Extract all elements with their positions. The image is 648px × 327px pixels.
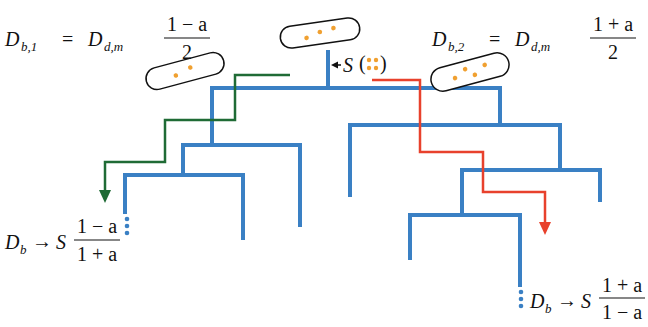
- subscript: d,m: [104, 40, 123, 53]
- parenthesis: ): [380, 53, 387, 73]
- fraction-numerator: 1 − a: [167, 14, 207, 34]
- subscript: b,1: [21, 40, 37, 53]
- fraction-denominator: 2: [182, 42, 192, 62]
- math-symbol: D: [515, 29, 529, 49]
- math-symbol: S: [581, 291, 591, 311]
- math-symbol: D: [432, 29, 446, 49]
- subscript: b: [545, 302, 552, 315]
- subscript: b: [20, 243, 27, 256]
- math-operator: →: [32, 231, 52, 251]
- math-symbol: D: [5, 232, 19, 252]
- fraction-denominator: 1 − a: [602, 302, 642, 322]
- math-symbol: D: [5, 29, 19, 49]
- math-operator: =: [489, 29, 500, 49]
- fraction-numerator: 1 + a: [602, 275, 642, 295]
- fraction-denominator: 1 + a: [77, 244, 117, 264]
- parenthesis: (: [359, 53, 366, 73]
- fraction-denominator: 2: [608, 42, 618, 62]
- math-operator: =: [62, 29, 73, 49]
- math-symbol: S: [56, 232, 66, 252]
- subscript: b,2: [448, 40, 464, 53]
- math-symbol: D: [530, 291, 544, 311]
- math-symbol: S: [343, 55, 353, 75]
- fraction-numerator: 1 − a: [77, 216, 117, 236]
- fraction-numerator: 1 + a: [593, 14, 633, 34]
- subscript: d,m: [531, 40, 550, 53]
- math-symbol: D: [88, 29, 102, 49]
- math-operator: →: [557, 290, 577, 310]
